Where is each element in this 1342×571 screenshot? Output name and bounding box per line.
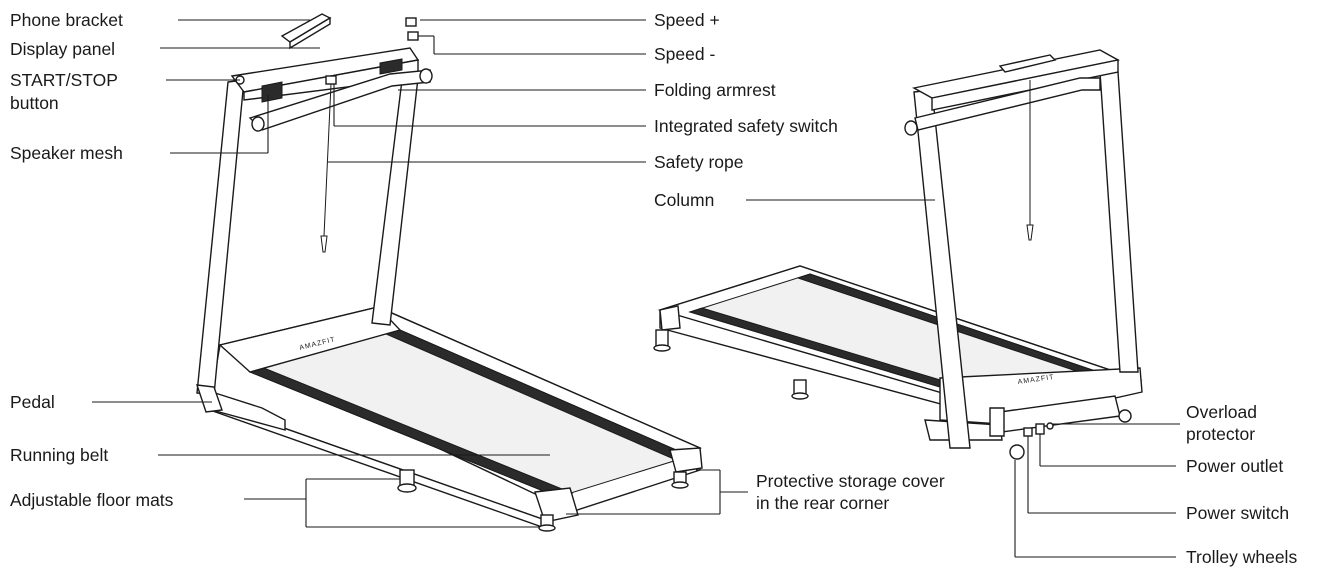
label-speed-minus: Speed - [654,44,715,64]
label-overload-protector-line2: protector [1186,424,1255,444]
speed-plus-button [405,17,417,27]
overload-protector-part [1046,422,1054,430]
label-speaker-mesh: Speaker mesh [10,143,123,163]
label-power-outlet: Power outlet [1186,456,1283,476]
label-speed-plus: Speed + [654,10,720,30]
column-right [371,77,419,326]
speed-minus-button [407,31,419,41]
safety-rope [323,83,332,237]
label-overload-protector-line1: Overload [1186,402,1257,422]
label-trolley-wheels: Trolley wheels [1186,547,1297,567]
treadmill-front-view: AMAZFIT [195,13,703,532]
label-folding-armrest: Folding armrest [654,80,776,100]
label-integrated-safety-switch: Integrated safety switch [654,116,838,136]
labels: Phone bracket Display panel START/STOP b… [10,10,1297,567]
power-outlet-part [1035,423,1045,435]
trolley-wheel [1009,444,1025,460]
power-switch-part [1023,427,1033,437]
label-adjustable-floor-mats: Adjustable floor mats [10,490,174,510]
label-pedal: Pedal [10,392,55,412]
label-running-belt: Running belt [10,445,108,465]
column-rear-right [1099,71,1139,373]
label-phone-bracket: Phone bracket [10,10,123,30]
integrated-safety-switch [325,75,337,85]
leader-lines [92,19,1180,558]
rear-corner-cover-right [669,447,703,473]
label-start-stop-line1: START/STOP [10,70,118,90]
treadmill-rear-view: AMAZFIT [653,49,1143,460]
label-column: Column [654,190,714,210]
label-display-panel: Display panel [10,39,115,59]
label-safety-rope: Safety rope [654,152,744,172]
label-start-stop-line2: button [10,93,59,113]
label-power-switch: Power switch [1186,503,1289,523]
label-storage-cover-line2: in the rear corner [756,493,889,513]
label-storage-cover-line1: Protective storage cover [756,471,945,491]
speaker-mesh [261,81,283,103]
